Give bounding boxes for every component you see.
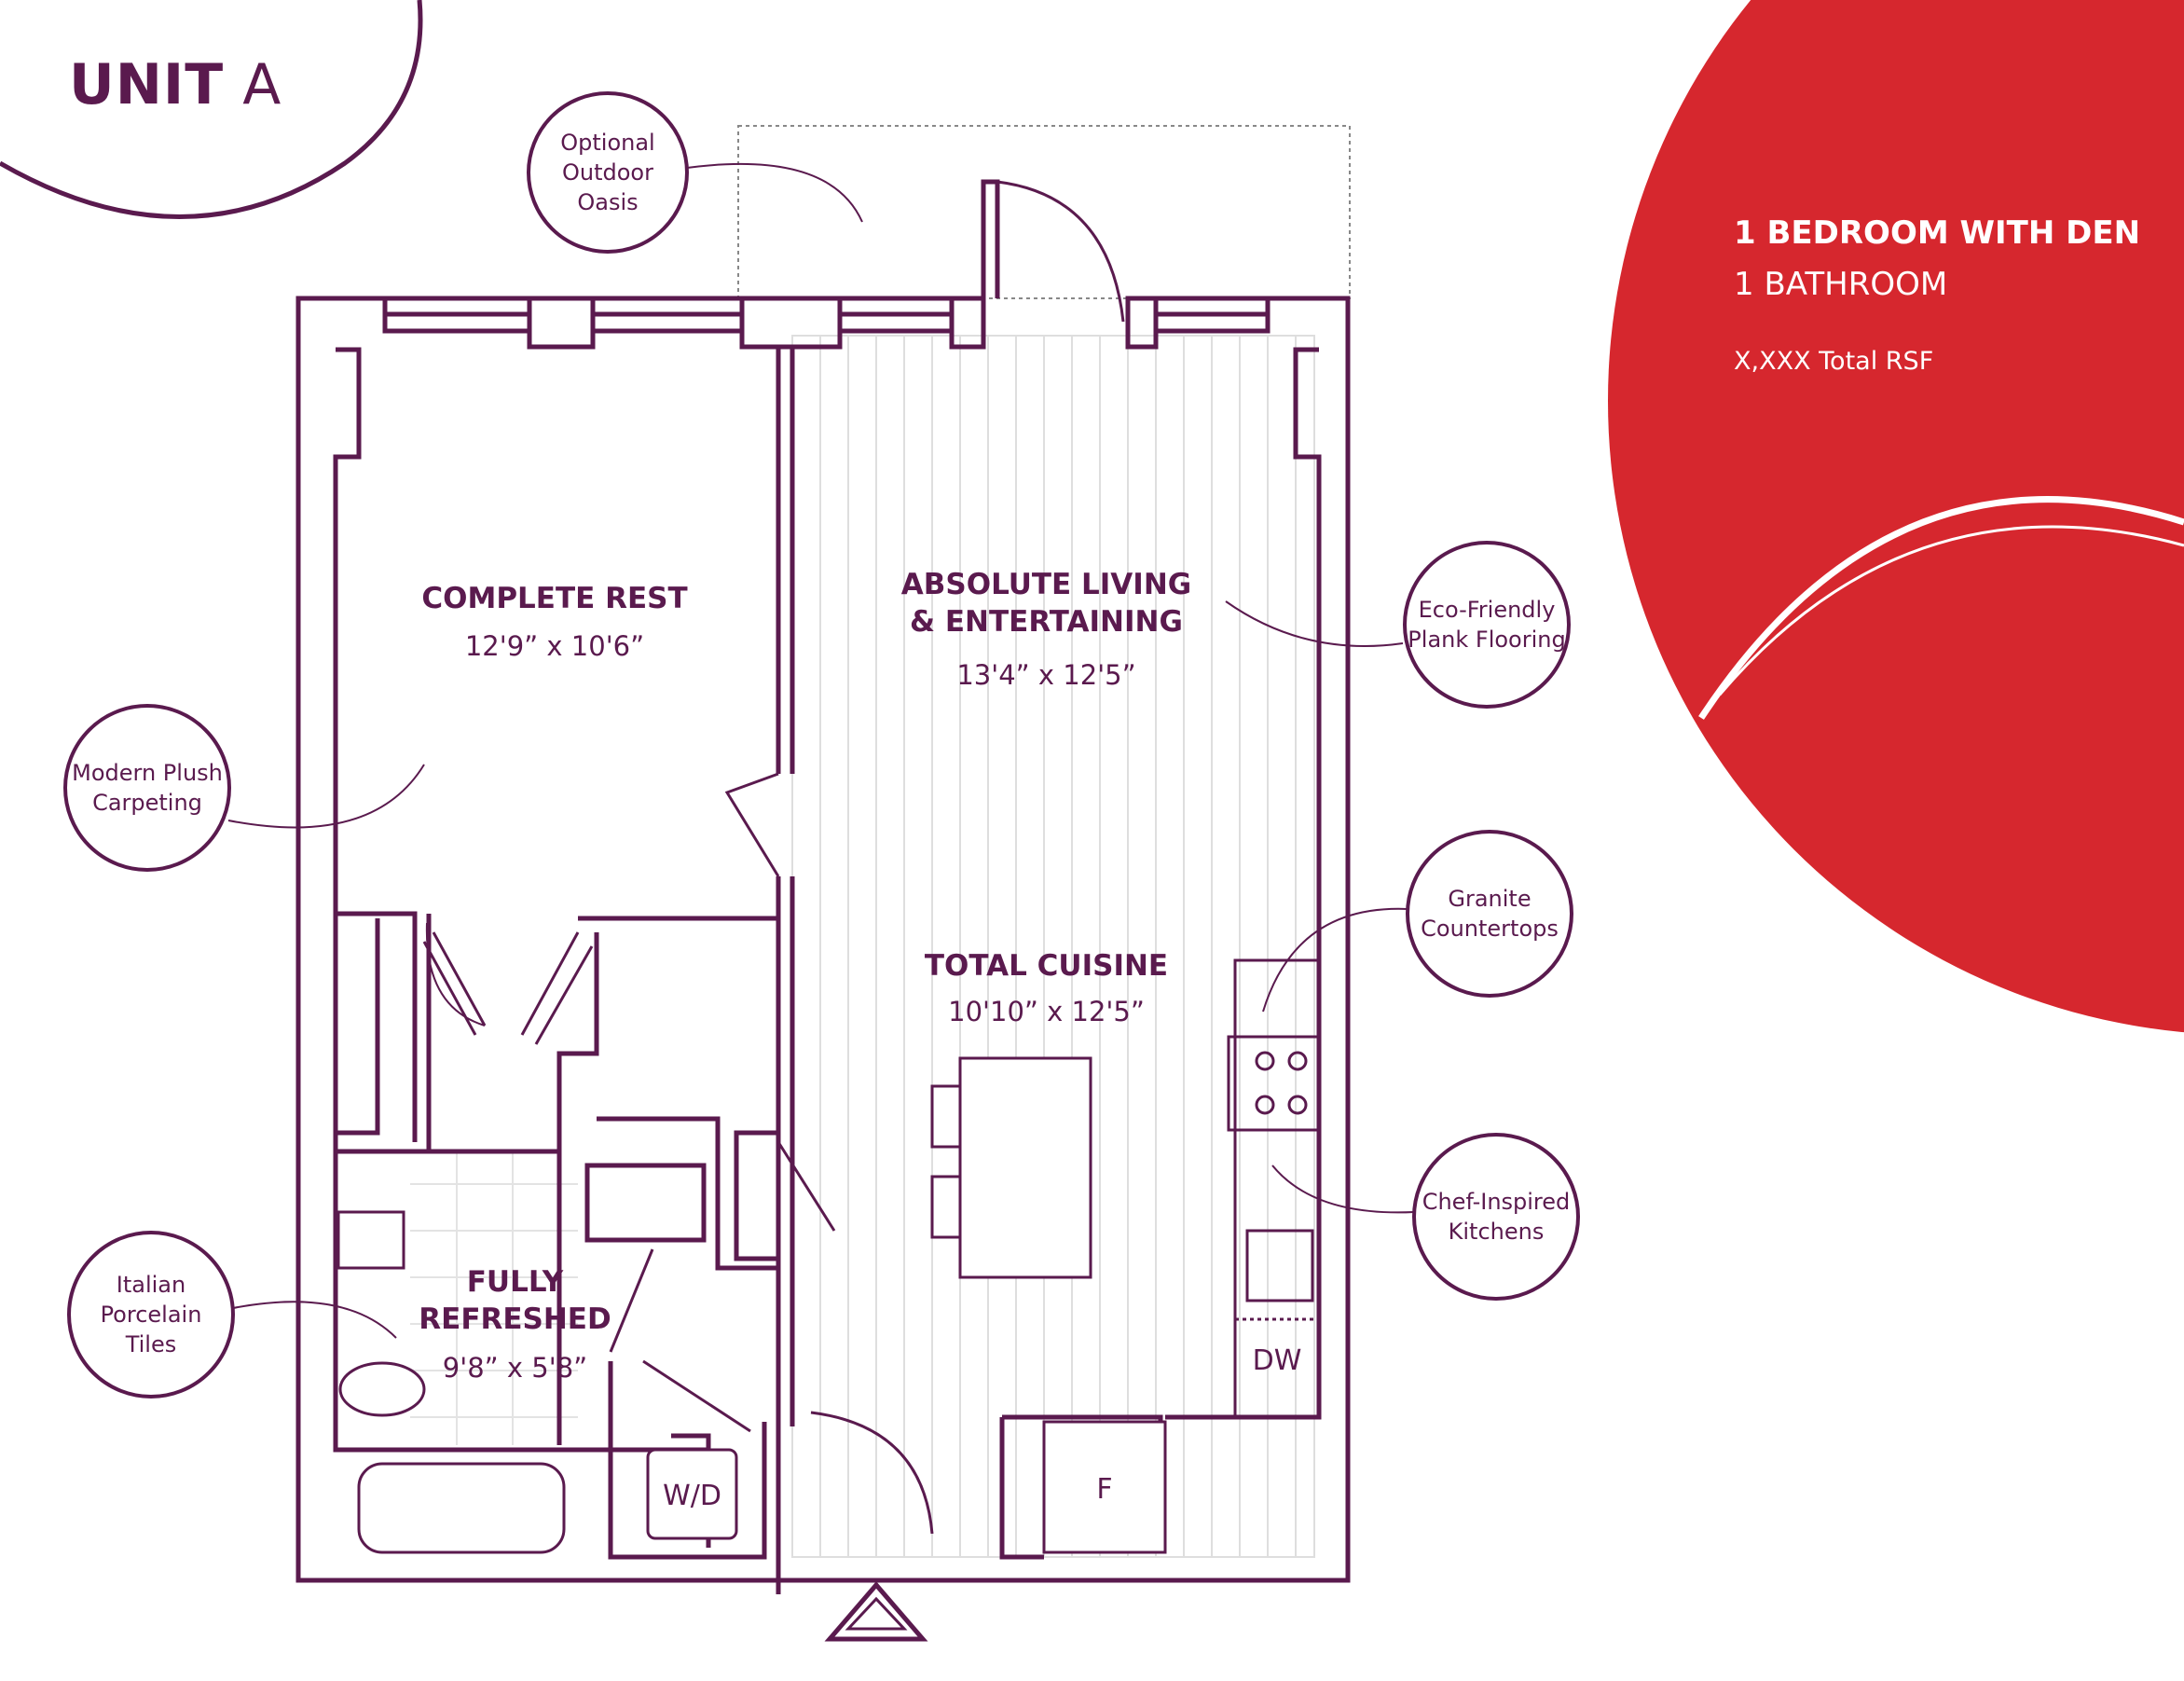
washer-dryer-label: W/D: [663, 1480, 721, 1512]
room-label-bathroom: FULLY REFRESHED: [419, 1265, 611, 1336]
washer-dryer: [646, 1448, 738, 1540]
room-label-living: ABSOLUTE LIVING & ENTERTAINING: [900, 568, 1192, 639]
unit-title-bold: UNIT: [69, 52, 225, 117]
interior-walls: [336, 347, 1163, 1594]
corner-arc-decoration: [0, 0, 423, 219]
entry-arrow-icon: [824, 1581, 928, 1642]
room-dims-living: 13'4” x 12'5”: [956, 659, 1136, 691]
callout-chef-kitchens: Chef-Inspired Kitchens: [1422, 1189, 1571, 1245]
bedroom-count: 1 BEDROOM WITH DEN: [1734, 214, 2141, 252]
kitchen-island: [930, 1056, 1092, 1279]
callout-granite-countertops: Granite Countertops: [1421, 886, 1559, 942]
callout-plank-flooring: Eco-Friendly Plank Flooring: [1408, 597, 1566, 653]
callout-outdoor-oasis: Optional Outdoor Oasis: [560, 130, 655, 215]
toilet: [338, 1361, 426, 1417]
callout-leader-lines: [227, 162, 1415, 1339]
callout-porcelain-tiles: Italian Porcelain Tiles: [100, 1272, 202, 1357]
total-rsf: X,XXX Total RSF: [1734, 347, 1934, 376]
bathtub: [357, 1462, 566, 1554]
fridge: [1042, 1420, 1167, 1554]
kitchen-counters: [1227, 958, 1321, 1419]
room-dims-bedroom: 12'9” x 10'6”: [464, 630, 645, 662]
porcelain-tile-pattern: [410, 1151, 578, 1445]
bathroom-count: 1 BATHROOM: [1734, 266, 1948, 303]
unit-title-letter: A: [242, 52, 282, 117]
exterior-walls: [295, 179, 1351, 1583]
fridge-label: F: [1096, 1473, 1113, 1506]
unit-title: UNIT A: [69, 52, 282, 117]
red-circle-swoosh: [1698, 496, 2184, 720]
room-dims-bathroom: 9'8” x 5'8”: [442, 1352, 588, 1384]
outdoor-oasis-area: [737, 125, 1351, 299]
plank-flooring-pattern: [791, 335, 1315, 1558]
callout-circles: [63, 91, 1580, 1399]
room-label-kitchen: TOTAL CUISINE: [924, 949, 1169, 983]
red-circle-swoosh-2: [1718, 525, 2184, 696]
room-dims-kitchen: 10'10” x 12'5”: [948, 996, 1145, 1027]
callout-carpeting: Modern Plush Carpeting: [72, 760, 223, 816]
bathroom-vanity: [337, 1210, 405, 1270]
room-label-bedroom: COMPLETE REST: [421, 582, 688, 615]
dishwasher-label: DW: [1252, 1344, 1302, 1377]
info-red-circle: [1608, 0, 2184, 1032]
